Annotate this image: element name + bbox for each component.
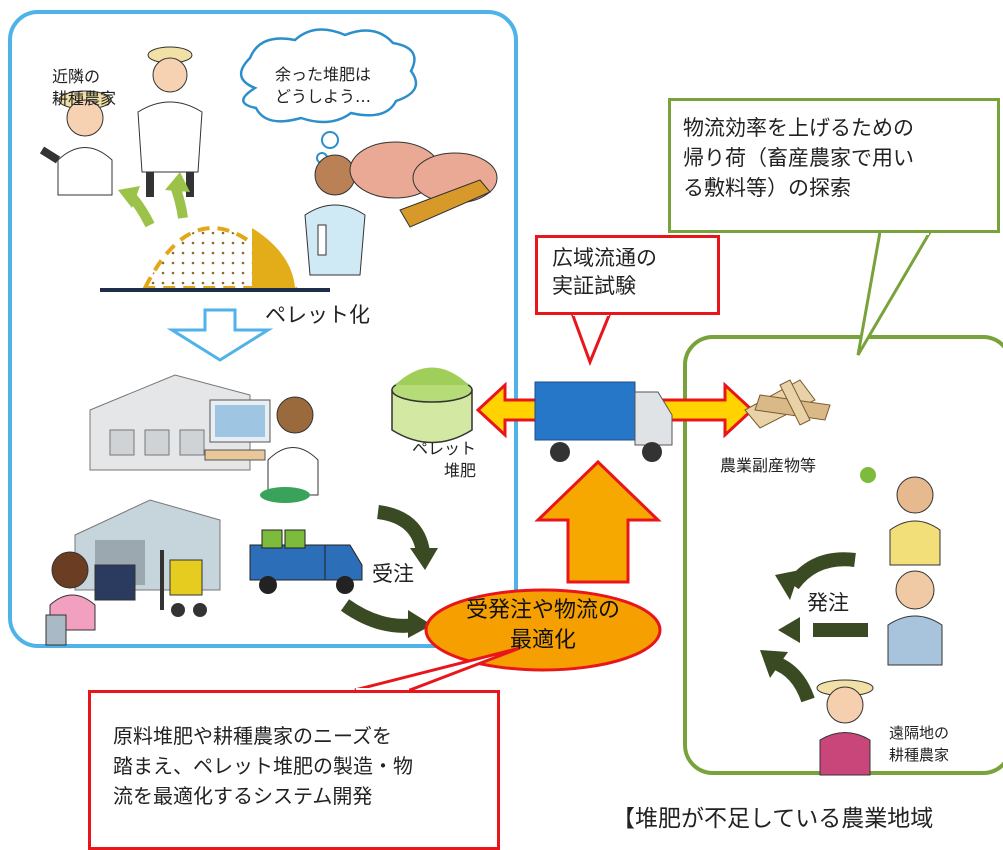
pig-icon xyxy=(349,141,498,228)
optimization-text: 受発注や物流の 最適化 xyxy=(465,598,620,653)
transport-truck-icon xyxy=(534,381,673,462)
region-caption: 【堆肥が不足している農業地域 xyxy=(612,806,934,832)
remote-farmer-icon xyxy=(860,467,941,566)
remote-farmer-icon-2 xyxy=(887,570,943,666)
thought-bubble-text: 余った堆肥は どうしよう… xyxy=(275,65,372,106)
order-place-label: 発注 xyxy=(807,591,849,615)
callout-wide-area-text: 広域流通の 実証試験 xyxy=(552,246,657,298)
byproducts-icon xyxy=(744,379,831,429)
callout-return-cargo: 物流効率を上げるための 帰り荷（畜産農家で用い る敷料等）の探索 xyxy=(668,98,1000,233)
factory-icon xyxy=(89,374,251,471)
order-receive-label: 受注 xyxy=(372,562,414,586)
callout-system-dev: 原料堆肥や耕種農家のニーズを 踏まえ、ペレット堆肥の製造・物 流を最適化するシス… xyxy=(88,690,500,850)
delivery-truck-icon xyxy=(249,529,363,594)
livestock-region-panel xyxy=(8,10,518,648)
callout-return-cargo-text: 物流効率を上げるための 帰り荷（畜産農家で用い る敷料等）の探索 xyxy=(683,116,914,200)
office-woman-icon xyxy=(45,551,136,646)
remote-farmer-icon-3 xyxy=(816,679,874,776)
pelletize-label: ペレット化 xyxy=(265,303,370,327)
byproducts-label: 農業副産物等 xyxy=(720,456,817,475)
remote-farmers-label: 遠隔地の 耕種農家 xyxy=(889,724,950,764)
pellet-compost-label: ペレット 堆肥 xyxy=(411,439,476,480)
order-flow-arrow-icon xyxy=(340,505,438,638)
up-arrow-icon xyxy=(534,459,662,584)
neighbor-farmer-icon xyxy=(39,90,113,196)
green-arrow-icon xyxy=(118,172,190,228)
compost-pile-icon xyxy=(100,226,330,292)
place-order-arrow-icon xyxy=(760,552,868,703)
callout-tail-return-cargo xyxy=(856,230,933,356)
down-arrow-icon xyxy=(166,308,274,362)
livestock-farmer-icon xyxy=(304,154,366,276)
office-worker-icon xyxy=(204,396,319,503)
callout-wide-area: 広域流通の 実証試験 xyxy=(535,235,720,315)
callout-system-dev-text: 原料堆肥や耕種農家のニーズを 踏まえ、ペレット堆肥の製造・物 流を最適化するシス… xyxy=(113,724,413,808)
pellet-compost-icon xyxy=(391,367,473,444)
callout-tail-wide-area xyxy=(569,311,613,367)
neighbor-farmer-icon-2 xyxy=(137,46,203,197)
forklift-icon xyxy=(160,550,207,617)
neighbor-farmers-label: 近隣の 耕種農家 xyxy=(52,67,117,108)
optimization-ellipse xyxy=(424,588,662,672)
thought-cloud-icon xyxy=(240,28,418,164)
